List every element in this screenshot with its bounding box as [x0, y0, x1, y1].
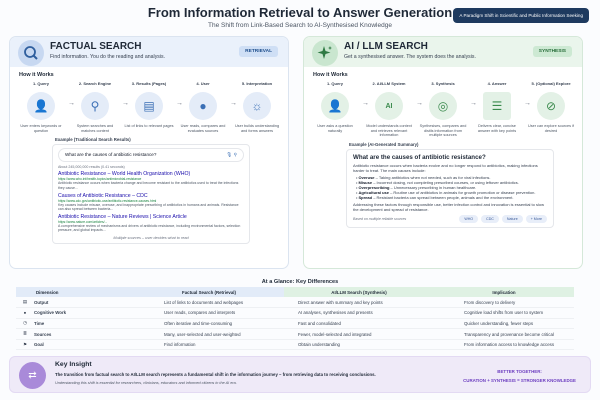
search-icon: ⚲ — [81, 92, 109, 120]
ai-steps: 1. Query👤User asks a question naturally … — [304, 78, 582, 138]
table-header: Dimension Factual Search (Retrieval) AI/… — [16, 287, 574, 297]
factual-search-panel: FACTUAL SEARCH Find information. You do … — [9, 36, 289, 269]
how-it-works-heading: How it Works — [313, 72, 348, 78]
ai-intro: Antibiotic resistance occurs when bacter… — [353, 163, 538, 174]
transition-arrows-icon: ⇄ — [19, 362, 46, 389]
step-interpretation: 5. Interpretation☼User builds understand… — [234, 81, 280, 133]
source-chip-who[interactable]: WHO — [459, 214, 479, 223]
ai-subtitle: Get a synthesised answer. The system doe… — [344, 54, 476, 60]
better-together: BETTER TOGETHER: CURATION + SYNTHESIS = … — [463, 369, 576, 383]
arrow-icon: → — [416, 100, 423, 107]
venn-icon: ◎ — [429, 92, 457, 120]
example-title: Example (AI-Generated Summary) — [349, 142, 419, 148]
factual-subtitle: Find information. You do the reading and… — [50, 54, 166, 60]
factual-title: FACTUAL SEARCH — [50, 41, 142, 52]
head-icon: ● — [189, 92, 217, 120]
step-explore: 5. (Optional) Explore⊘User can explore s… — [527, 81, 574, 133]
user-icon: 👤 — [321, 92, 349, 120]
flag-icon: ⚑ — [16, 339, 34, 351]
page-header: From Information Retrieval to Answer Gen… — [0, 3, 600, 35]
ai-title: AI / LLM SEARCH — [344, 41, 428, 52]
step-query: 1. Query👤User enters keywords or questio… — [20, 81, 62, 133]
step-answer: 4. Answer☰Delivers clear, concise answer… — [477, 81, 517, 133]
retrieval-badge: RETRIEVAL — [239, 46, 278, 57]
glance-title: At a Glance: Key Differences — [261, 279, 339, 285]
step-user: 4. User●User reads, compares and evaluat… — [180, 81, 226, 133]
result-link[interactable]: Antibiotic Resistance – Nature Reviews |… — [58, 214, 187, 221]
arrow-icon: → — [176, 100, 183, 107]
step-query: 1. Query👤User asks a question naturally — [317, 81, 353, 133]
step-results: 3. Results (Pages)▤List of links to rele… — [124, 81, 174, 128]
compass-icon: ⊘ — [537, 92, 565, 120]
key-differences-table: Dimension Factual Search (Retrieval) AI/… — [16, 287, 574, 351]
paradigm-badge: A Paradigm Shift in Scientific and Publi… — [453, 8, 589, 23]
ai-causes-list: • Overuse – Taking antibiotics when not … — [356, 175, 547, 201]
page-title: From Information Retrieval to Answer Gen… — [147, 5, 453, 20]
factual-header: FACTUAL SEARCH Find information. You do … — [10, 37, 288, 67]
lightbulb-icon: ☼ — [243, 92, 271, 120]
synthesis-badge: SYNTHESIS — [532, 46, 572, 57]
example-title: Example (Traditional Search Results) — [55, 137, 131, 143]
source-chip-more[interactable]: + More — [525, 214, 547, 223]
brain-icon: AI — [375, 92, 403, 120]
arrow-icon: → — [524, 100, 531, 107]
document-icon: ▤ — [16, 297, 34, 309]
list-item: • Agricultural use – Routine use of anti… — [356, 190, 536, 196]
arrow-icon: → — [362, 100, 369, 107]
insight-statement: The transition from factual search to AI… — [55, 372, 376, 377]
key-insight-box: ⇄ Key Insight The transition from factua… — [9, 356, 591, 393]
ai-search-panel: AI / LLM SEARCH Get a synthesised answer… — [303, 36, 583, 269]
search-result: Antibiotic Resistance – World Health Org… — [58, 171, 244, 189]
documents-icon: ▤ — [135, 92, 163, 120]
result-link[interactable]: Causes of Antibiotic Resistance – CDC — [58, 192, 148, 199]
factual-steps: 1. Query👤User enters keywords or questio… — [10, 78, 288, 133]
how-it-works-heading: How it Works — [19, 72, 54, 78]
brain-icon: ● — [16, 307, 34, 319]
list-item: • Spread – Resistant bacteria can spread… — [356, 195, 514, 201]
arrow-icon: → — [470, 100, 477, 107]
result-link[interactable]: Antibiotic Resistance – World Health Org… — [58, 171, 191, 178]
search-results-example: What are the causes of antibiotic resist… — [52, 144, 250, 244]
user-icon: 👤 — [27, 92, 55, 120]
arrow-icon: → — [68, 100, 75, 107]
list-item: • Misuse – Incorrect dosing, not complet… — [356, 179, 519, 185]
sparkle-icon — [312, 40, 338, 66]
results-footer: Multiple sources – user decides what to … — [113, 235, 189, 240]
insight-note: Understanding this shift is essential fo… — [55, 381, 237, 385]
step-synthesis: 3. Synthesis◎Synthesises, compares and d… — [419, 81, 467, 138]
arrow-icon: → — [122, 100, 129, 107]
answer-icon: ☰ — [483, 92, 511, 120]
mic-search-icon[interactable]: 🎙 ⚲ — [226, 152, 237, 158]
search-result: Antibiotic Resistance – Nature Reviews |… — [58, 214, 244, 232]
list-item: • Overprescribing – Unnecessary prescrib… — [356, 184, 477, 190]
ai-conclusion: Addressing these factors through respons… — [353, 201, 544, 212]
search-icon — [18, 40, 44, 66]
step-search-engine: 2. Search Engine⚲System searches and mat… — [76, 81, 114, 133]
search-input[interactable]: What are the causes of antibiotic resist… — [58, 148, 244, 163]
page-subtitle: The Shift from Link-Based Search to AI-S… — [208, 22, 392, 29]
ai-header: AI / LLM SEARCH Get a synthesised answer… — [304, 37, 582, 67]
insight-title: Key Insight — [55, 361, 92, 368]
ai-summary-example: What are the causes of antibiotic resist… — [346, 149, 554, 228]
source-chip-nature[interactable]: Nature — [501, 214, 523, 223]
ai-question: What are the causes of antibiotic resist… — [353, 154, 486, 162]
source-chip-cdc[interactable]: CDC — [481, 214, 499, 223]
clock-icon: ◷ — [16, 318, 34, 330]
sources-footer: Based on multiple reliable sources WHO C… — [353, 214, 547, 223]
list-item: • Overuse – Taking antibiotics when not … — [356, 174, 491, 180]
database-icon: ≣ — [16, 328, 34, 340]
arrow-icon: → — [230, 100, 237, 107]
results-count: About 245,000,000 results (0.41 seconds) — [58, 165, 125, 170]
